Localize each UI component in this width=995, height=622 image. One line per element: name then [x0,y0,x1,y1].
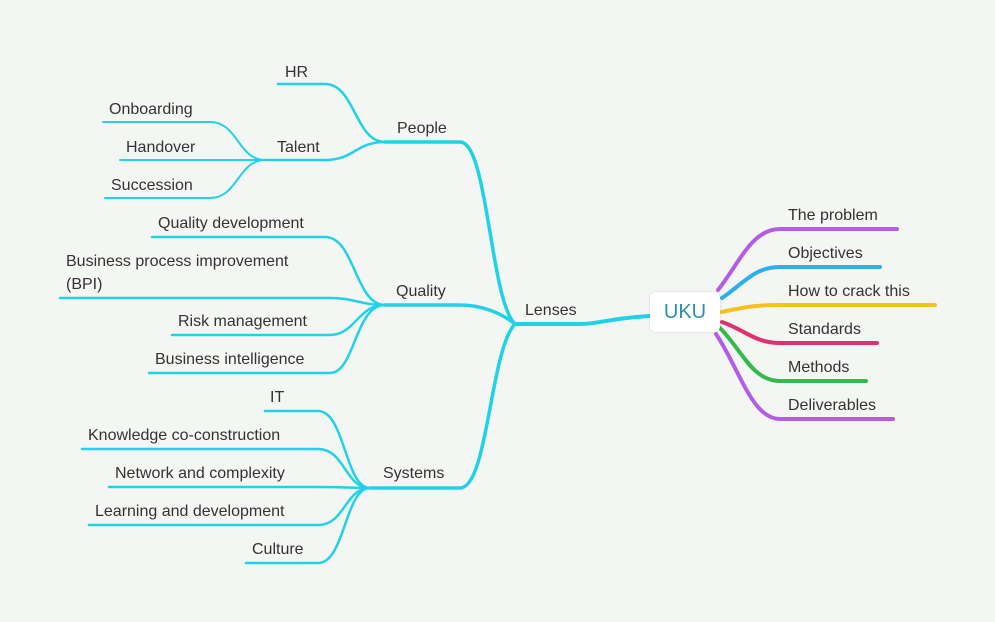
topic-succession[interactable]: Succession [111,177,193,194]
connector-talent-onboarding [102,121,266,161]
topic-the-problem[interactable]: The problem [788,207,878,224]
connector-root-deliverables [714,332,895,421]
topic-standards[interactable]: Standards [788,321,861,338]
topic-deliverables[interactable]: Deliverables [788,397,877,414]
connector-root-lenses [513,314,652,326]
topic-it[interactable]: IT [270,389,285,406]
topic-bpi-line2[interactable]: (BPI) [66,276,103,293]
topic-quality-development[interactable]: Quality development [158,215,304,232]
root-node-label: UKU [663,300,707,323]
connector-lenses-people [383,140,517,326]
topic-lenses[interactable]: Lenses [525,302,577,319]
connector-people-talent [263,140,387,162]
topic-network-and-complexity[interactable]: Network and complexity [115,465,285,482]
connector-root-how-to-crack [720,303,937,314]
connector-quality-bpi [58,296,387,307]
connector-root-objectives [720,265,882,300]
topic-people[interactable]: People [397,120,447,137]
topic-onboarding[interactable]: Onboarding [109,101,193,118]
topic-quality[interactable]: Quality [396,283,446,300]
connector-root-methods [718,326,868,383]
connector-systems-knowledge [80,447,372,490]
topic-methods[interactable]: Methods [788,359,850,376]
connector-root-the-problem [716,227,899,292]
connector-systems-culture [244,486,372,565]
topic-business-intelligence[interactable]: Business intelligence [155,351,305,368]
topic-risk-management[interactable]: Risk management [178,313,307,330]
connector-quality-bi [147,303,387,375]
topic-learning-and-development[interactable]: Learning and development [95,503,285,520]
root-node-uku[interactable]: UKU [650,292,720,332]
topic-objectives[interactable]: Objectives [788,245,863,262]
connector-lenses-quality [383,303,517,326]
connector-talent-succession [104,159,266,199]
connector-quality-development [150,235,387,307]
topic-culture[interactable]: Culture [252,541,304,558]
topic-how-to-crack-this[interactable]: How to crack this [788,283,910,300]
topic-talent[interactable]: Talent [277,139,320,156]
connector-lenses-systems [368,322,517,490]
topic-systems[interactable]: Systems [383,465,445,482]
connector-systems-network [107,485,372,490]
topic-hr[interactable]: HR [285,64,309,81]
connector-people-hr [276,82,387,144]
connector-root-standards [720,320,879,345]
connector-systems-it [263,409,372,490]
topic-bpi-line1[interactable]: Business process improvement [66,253,289,270]
topic-handover[interactable]: Handover [126,139,196,156]
topic-knowledge-co-construction[interactable]: Knowledge co-construction [88,427,281,444]
